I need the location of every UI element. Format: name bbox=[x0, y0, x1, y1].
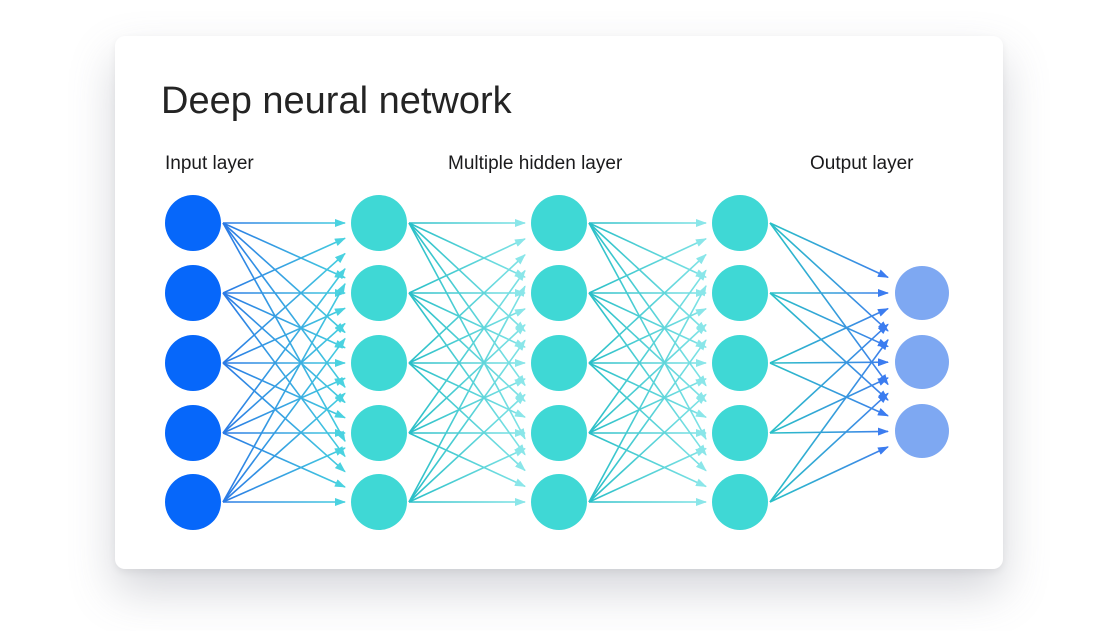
output-layer-label: Output layer bbox=[810, 153, 914, 174]
input-layer-label: Input layer bbox=[165, 153, 254, 174]
hidden-layer-label: Multiple hidden layer bbox=[448, 153, 623, 174]
page-title: Deep neural network bbox=[161, 80, 512, 122]
